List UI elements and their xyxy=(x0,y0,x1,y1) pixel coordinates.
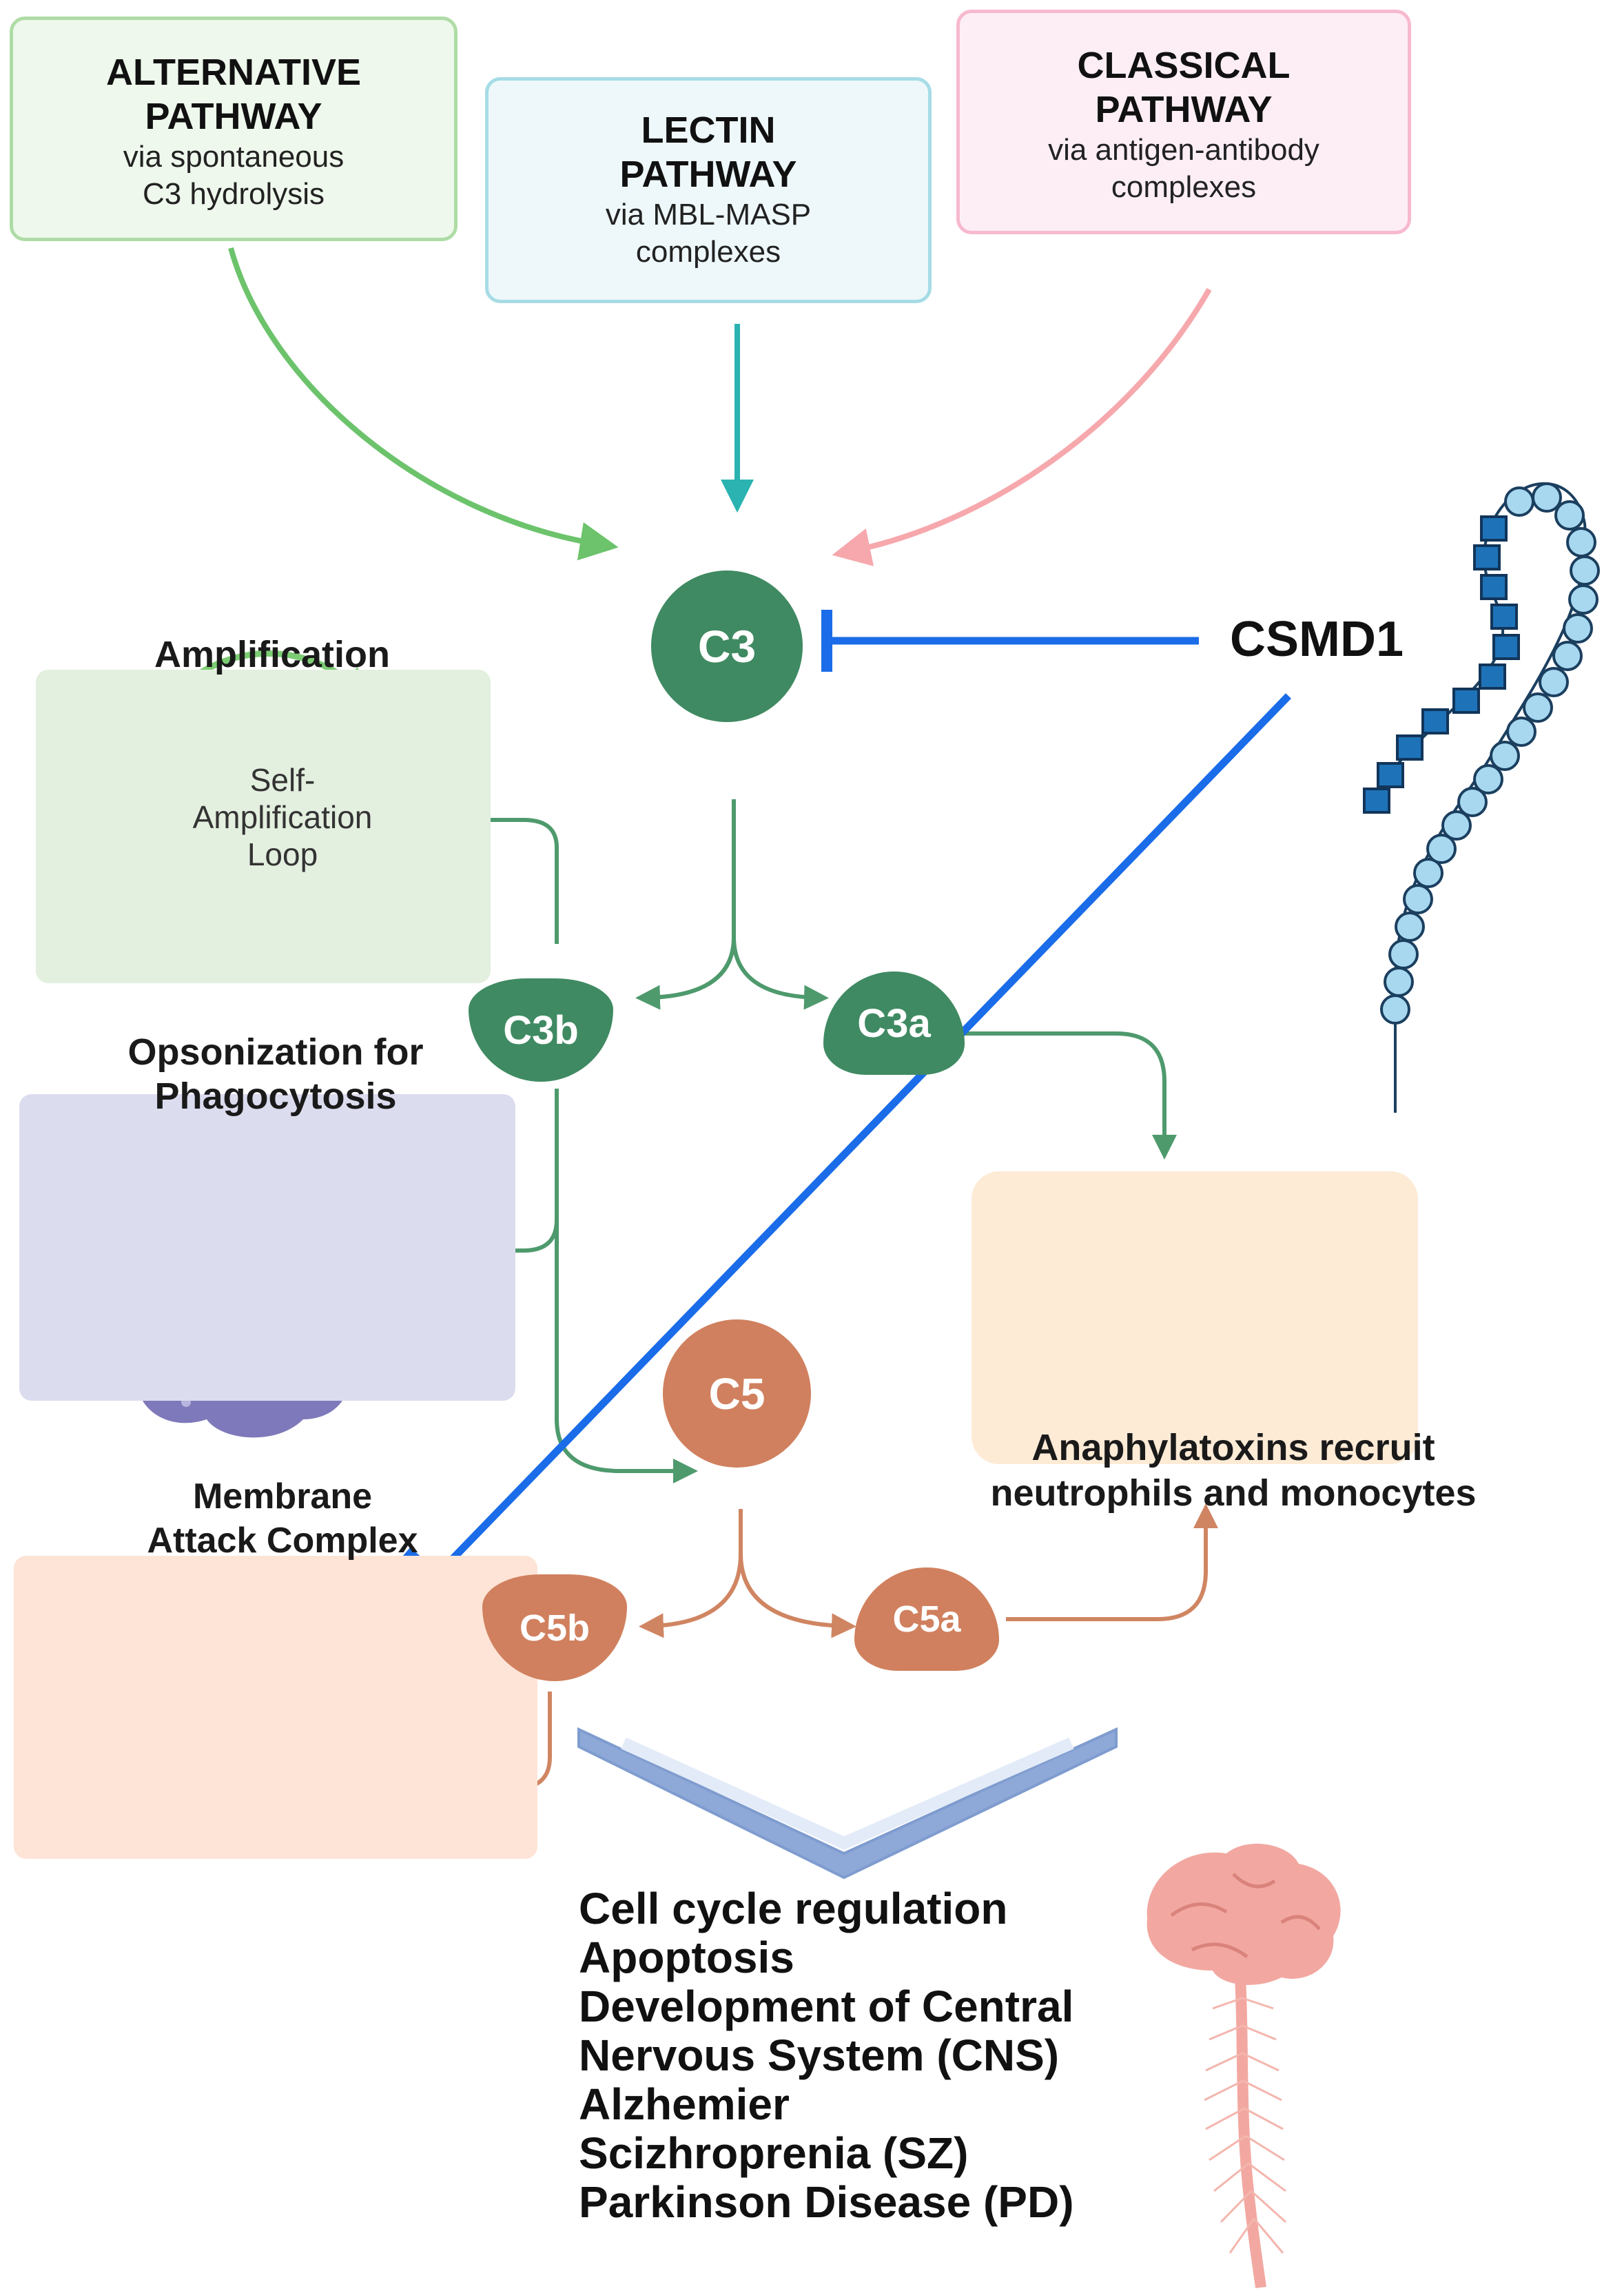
c5b-label: C5b xyxy=(519,1607,590,1649)
arrow-c3b-to-c5 xyxy=(555,1220,698,1483)
opsonization-panel xyxy=(19,1094,515,1401)
self-amplification-loop-text: Self- Amplification Loop xyxy=(138,761,427,873)
arrow-c5-to-c5a xyxy=(739,1553,856,1638)
mac-line-2: Attack Complex xyxy=(147,1521,418,1561)
brain-spinal-cord-icon xyxy=(1147,1843,1341,2289)
outcome-item: Alzhemier xyxy=(579,2079,790,2129)
c5-label: C5 xyxy=(708,1368,765,1419)
c3-label: C3 xyxy=(697,621,757,672)
amplification-panel xyxy=(36,670,491,983)
outcome-chevron-icon xyxy=(577,1727,1118,1880)
c5a-node: C5a xyxy=(854,1567,999,1671)
lectin-pathway-box: LECTIN PATHWAY via MBL-MASP complexes xyxy=(485,77,932,303)
arrow-c3b-to-amplification xyxy=(453,808,559,944)
outcome-item: Parkinson Disease (PD) xyxy=(579,2177,1074,2227)
outcome-item: Apoptosis xyxy=(579,1933,794,1982)
arrow-c5a-to-anaphylatoxins xyxy=(1006,1503,1218,1621)
alternative-pathway-sub-1: via spontaneous xyxy=(123,140,345,174)
classical-pathway-sub-2: complexes xyxy=(1111,170,1257,204)
c5-node: C5 xyxy=(663,1319,811,1468)
classical-pathway-sub-1: via antigen-antibody xyxy=(1048,133,1319,167)
mac-title: Membrane Attack Complex xyxy=(90,1474,475,1563)
inhibition-csmd1-to-mac xyxy=(435,693,1291,1577)
alternative-pathway-title-2: PATHWAY xyxy=(145,96,322,137)
opsonization-title: Opsonization for Phagocytosis xyxy=(76,1030,475,1118)
amplification-title: Amplification xyxy=(154,634,390,675)
c3-node: C3 xyxy=(651,570,803,722)
outcomes-list: Cell cycle regulation Apoptosis Developm… xyxy=(579,1884,1074,2227)
arrow-alternative-to-c3 xyxy=(228,247,619,561)
outcome-item: Scizhroprenia (SZ) xyxy=(579,2128,969,2178)
classical-pathway-box: CLASSICAL PATHWAY via antigen-antibody c… xyxy=(956,10,1411,234)
lectin-pathway-title-1: LECTIN xyxy=(641,110,776,151)
opsonization-line-1: Opsonization for xyxy=(127,1031,424,1073)
arrow-c3-to-c3a xyxy=(732,936,829,1010)
loop-text-2: Amplification xyxy=(192,799,373,835)
csmd1-label: CSMD1 xyxy=(1230,612,1404,667)
c5a-label: C5a xyxy=(892,1598,961,1640)
arrow-c5-to-c5b xyxy=(639,1509,743,1638)
arrow-c3-to-c3b xyxy=(635,799,736,1010)
loop-text-3: Loop xyxy=(247,836,318,872)
alternative-pathway-title-1: ALTERNATIVE xyxy=(106,52,361,93)
lectin-pathway-sub-1: via MBL-MASP xyxy=(605,198,812,232)
mac-line-1: Membrane xyxy=(192,1477,373,1516)
anaphylatoxins-line-1: Anaphylatoxins recruit xyxy=(1031,1427,1435,1468)
alternative-pathway-sub-2: C3 hydrolysis xyxy=(142,177,325,211)
c3b-label: C3b xyxy=(503,1007,579,1053)
classical-pathway-title-1: CLASSICAL xyxy=(1077,45,1291,86)
alternative-pathway-box: ALTERNATIVE PATHWAY via spontaneous C3 h… xyxy=(10,17,458,241)
lectin-pathway-title-2: PATHWAY xyxy=(619,154,797,195)
loop-text-1: Self- xyxy=(249,762,316,798)
csmd1-protein-icon xyxy=(1363,482,1600,1113)
lectin-pathway-sub-2: complexes xyxy=(635,235,781,269)
anaphylatoxins-line-2: neutrophils and monocytes xyxy=(990,1472,1477,1514)
anaphylatoxins-panel xyxy=(972,1171,1418,1464)
c3a-label: C3a xyxy=(857,1000,931,1046)
outcome-item: Cell cycle regulation xyxy=(579,1884,1008,1933)
outcome-chevron-highlight xyxy=(621,1737,1074,1850)
outcome-item: Nervous System (CNS) xyxy=(579,2030,1060,2080)
classical-pathway-title-2: PATHWAY xyxy=(1095,89,1273,130)
mac-panel xyxy=(14,1556,537,1859)
arrow-classical-to-c3 xyxy=(832,288,1212,566)
anaphylatoxins-label: Anaphylatoxins recruit neutrophils and m… xyxy=(934,1425,1533,1516)
arrow-c3a-to-anaphylatoxins xyxy=(958,1031,1177,1160)
opsonization-line-2: Phagocytosis xyxy=(154,1076,397,1117)
outcome-item: Development of Central xyxy=(579,1982,1074,2031)
